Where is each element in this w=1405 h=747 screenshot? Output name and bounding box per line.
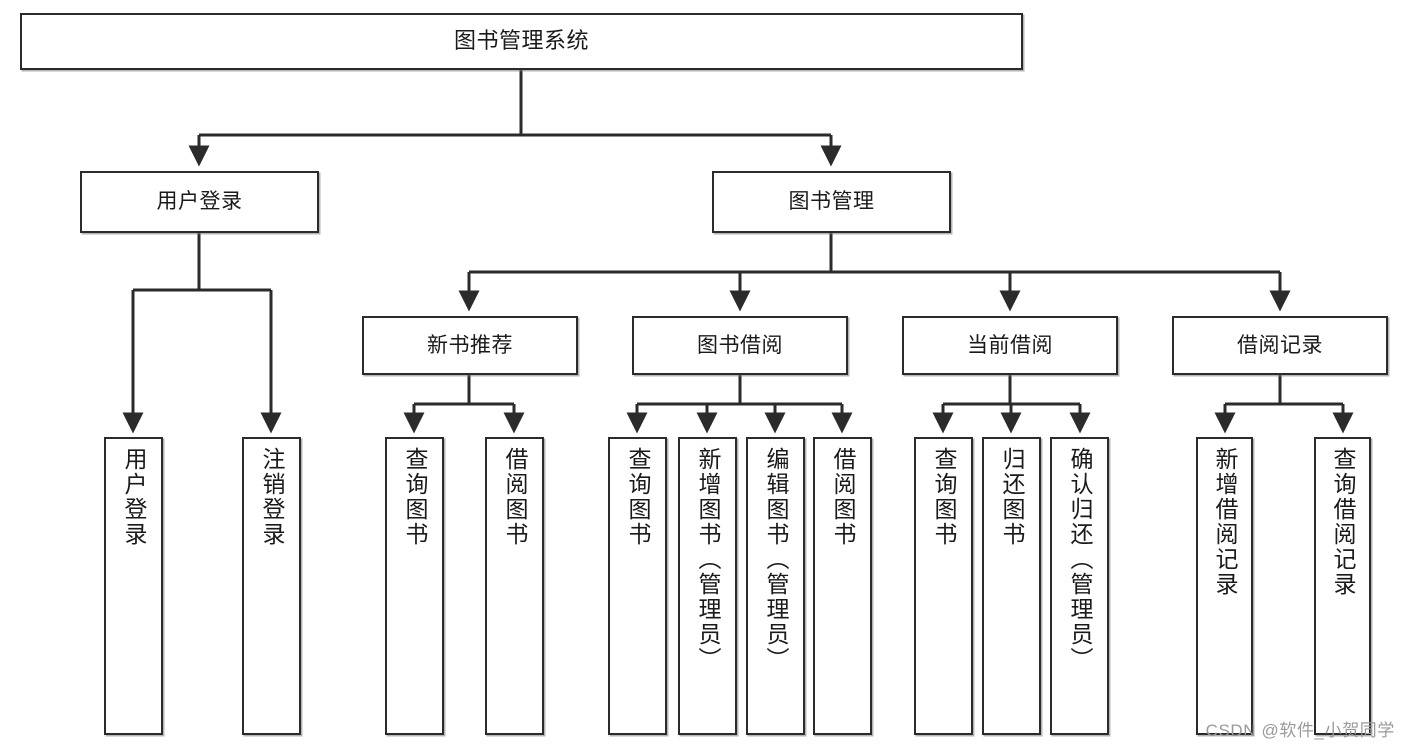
leaf-edit-book-admin[interactable]: 编辑图书（管理员） [746,437,805,735]
csdn-watermark: CSDN @软件_小贺同学 [1205,721,1395,740]
node-root[interactable]: 图书管理系统 [20,13,1023,70]
leaf-query-book-current[interactable]: 查询图书 [914,437,973,735]
leaf-query-book-3-label: 查询图书 [931,447,957,547]
leaf-query-book-borrow[interactable]: 查询图书 [608,437,667,735]
leaf-return-book-label: 归还图书 [999,447,1025,547]
leaf-query-borrow-record[interactable]: 查询借阅记录 [1314,437,1371,735]
leaf-edit-book-label: 编辑图书（管理员） [763,447,789,672]
node-book-borrow[interactable]: 图书借阅 [632,316,848,375]
leaf-user-login[interactable]: 用户登录 [104,437,163,735]
node-new-book-recommendation[interactable]: 新书推荐 [362,316,578,375]
leaf-borrow-book-borrow[interactable]: 借阅图书 [813,437,872,735]
node-user-login-label: 用户登录 [156,190,243,214]
node-borrow-record-label: 借阅记录 [1237,333,1323,357]
node-current-borrow[interactable]: 当前借阅 [902,316,1118,375]
leaf-logout[interactable]: 注销登录 [242,437,301,735]
leaf-query-book-1-label: 查询图书 [402,447,428,547]
leaf-borrow-book-1-label: 借阅图书 [502,447,528,547]
leaf-query-book-new-book[interactable]: 查询图书 [385,437,444,735]
node-book-borrow-label: 图书借阅 [697,333,783,357]
node-new-book-rec-label: 新书推荐 [427,333,513,357]
leaf-add-borrow-record[interactable]: 新增借阅记录 [1196,437,1253,735]
leaf-user-login-label: 用户登录 [121,447,147,547]
node-borrow-record[interactable]: 借阅记录 [1172,316,1388,375]
leaf-borrow-book-new-book[interactable]: 借阅图书 [485,437,544,735]
leaf-add-book-admin[interactable]: 新增图书（管理员） [678,437,737,735]
leaf-add-record-label: 新增借阅记录 [1212,447,1238,597]
leaf-query-book-2-label: 查询图书 [625,447,651,547]
node-user-login[interactable]: 用户登录 [80,171,319,233]
node-book-manage-label: 图书管理 [788,190,875,214]
leaf-add-book-label: 新增图书（管理员） [695,447,721,672]
leaf-return-book[interactable]: 归还图书 [982,437,1041,735]
leaf-logout-label: 注销登录 [259,447,285,547]
node-book-manage[interactable]: 图书管理 [712,171,951,233]
leaf-borrow-book-2-label: 借阅图书 [830,447,856,547]
leaf-confirm-return-admin[interactable]: 确认归还（管理员） [1050,437,1109,735]
leaf-confirm-return-label: 确认归还（管理员） [1067,447,1093,672]
node-root-label: 图书管理系统 [453,28,589,54]
node-current-borrow-label: 当前借阅 [967,333,1053,357]
leaf-query-record-label: 查询借阅记录 [1330,447,1356,597]
